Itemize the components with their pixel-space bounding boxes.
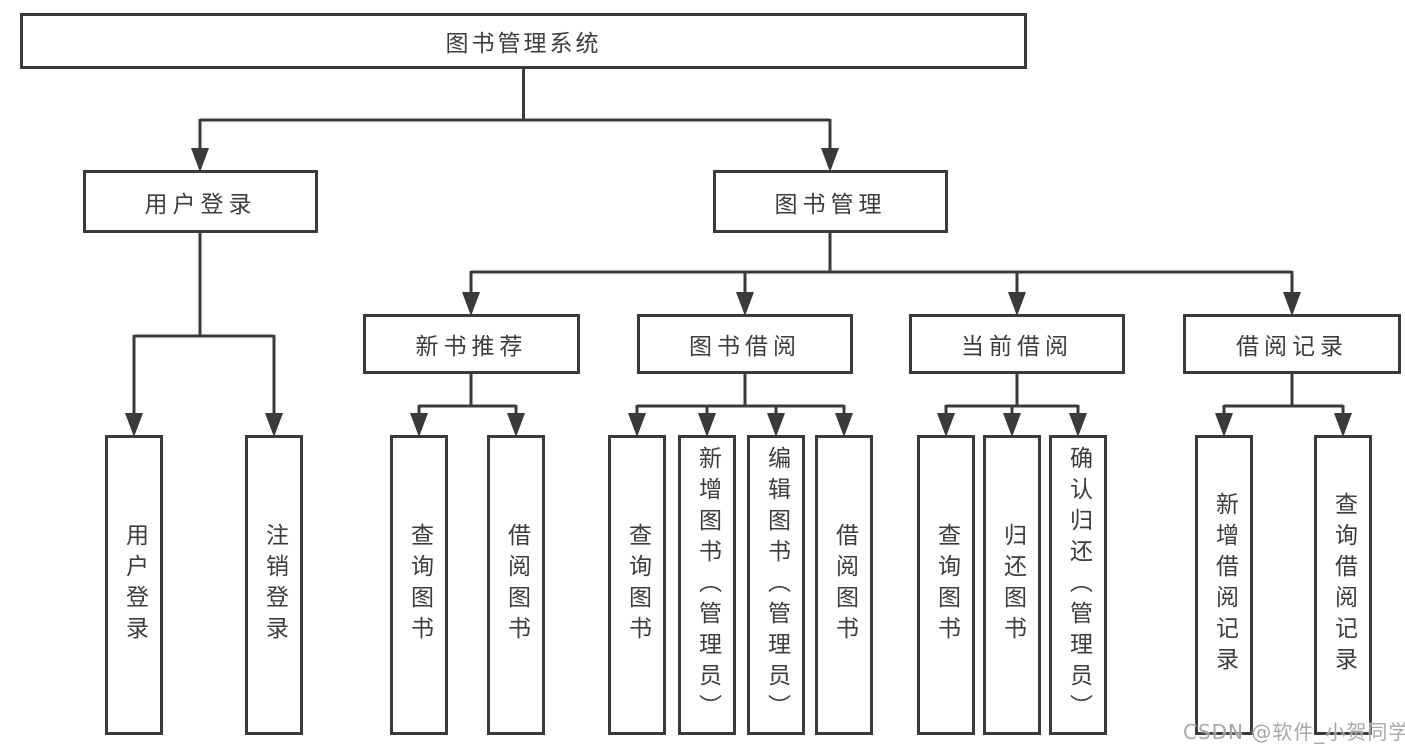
node-label: 归还图书 [999,523,1026,647]
node-book-management: 图书管理 [713,170,948,233]
node-book-borrowing: 图书借阅 [637,314,853,374]
arrow-down-icon [191,148,209,172]
node-label: 查询借阅记录 [1330,492,1357,678]
node-library-management-system: 图书管理系统 [20,13,1027,69]
arrow-down-icon [125,413,143,437]
node-label: 当前借阅 [961,334,1073,360]
arrow-down-icon [1008,292,1026,316]
node-query-borrow-record: 查询借阅记录 [1314,435,1372,735]
csdn-watermark: CSDN @软件_小贺同学 [1183,720,1405,744]
arrow-down-icon [507,413,525,437]
node-edit-book-admin: 编辑图书（管理员） [747,435,805,735]
node-label: 查询图书 [933,523,960,647]
node-confirm-return-admin: 确认归还（管理员） [1049,435,1107,735]
arrow-down-icon [767,413,785,437]
node-label: 新书推荐 [415,334,528,360]
node-label: 图书借阅 [689,334,801,360]
node-label: 借阅记录 [1236,334,1348,360]
arrow-down-icon [265,413,283,437]
node-label: 编辑图书（管理员） [763,445,790,725]
node-borrowing-records: 借阅记录 [1183,314,1401,374]
arrow-down-icon [835,413,853,437]
arrow-down-icon [821,148,839,172]
node-user-login: 用户登录 [83,170,318,233]
arrow-down-icon [1215,413,1233,437]
node-add-book-admin: 新增图书（管理员） [678,435,736,735]
arrow-down-icon [462,292,480,316]
node-label: 用户登录 [121,523,148,647]
arrow-down-icon [410,413,428,437]
arrow-down-icon [628,413,646,437]
node-query-books-recommend: 查询图书 [390,435,448,735]
node-label: 新增图书（管理员） [694,445,721,725]
node-label: 图书管理系统 [445,31,602,57]
arrow-down-icon [937,413,955,437]
arrow-down-icon [1283,292,1301,316]
arrow-down-icon [736,292,754,316]
arrow-down-icon [1334,413,1352,437]
node-label: 注销登录 [261,523,288,647]
node-borrow-books-borrowing: 借阅图书 [815,435,873,735]
node-current-borrowing: 当前借阅 [909,314,1125,374]
node-label: 图书管理 [774,191,887,218]
node-new-book-recommendation: 新书推荐 [363,314,580,374]
node-label: 借阅图书 [503,523,530,647]
node-label: 新增借阅记录 [1211,492,1238,678]
arrow-down-icon [698,413,716,437]
node-label: 确认归还（管理员） [1065,445,1092,725]
node-return-book: 归还图书 [983,435,1041,735]
node-add-borrow-record: 新增借阅记录 [1195,435,1253,735]
node-borrow-books-recommend: 借阅图书 [487,435,545,735]
node-logout: 注销登录 [245,435,303,735]
node-label: 借阅图书 [831,523,858,647]
arrow-down-icon [1069,413,1087,437]
node-query-books-borrowing: 查询图书 [608,435,666,735]
node-label: 查询图书 [406,523,433,647]
node-user-login-leaf: 用户登录 [105,435,163,735]
arrow-down-icon [1003,413,1021,437]
node-label: 查询图书 [624,523,651,647]
node-label: 用户登录 [144,191,257,218]
node-query-books-current: 查询图书 [917,435,975,735]
